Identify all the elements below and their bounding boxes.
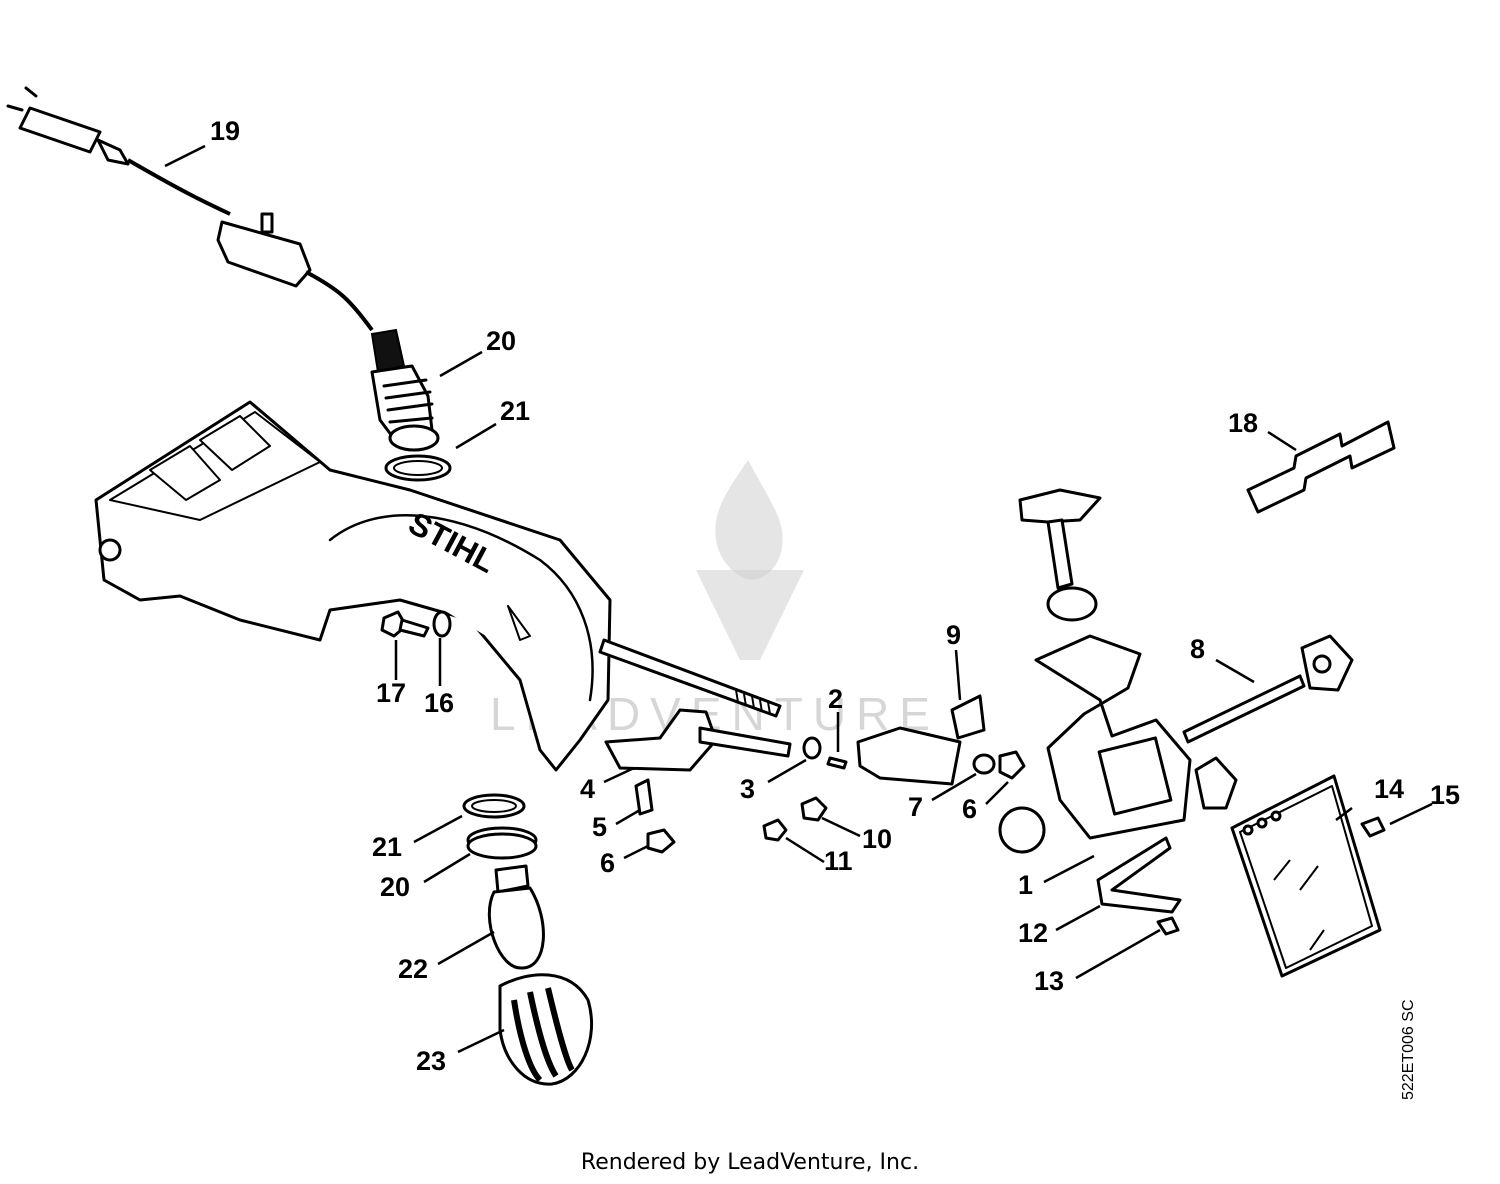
sleeve-9 [950, 694, 986, 740]
callout-6-right: 6 [962, 794, 977, 824]
label-plate-18 [1246, 420, 1396, 514]
screw-15 [1360, 816, 1386, 838]
nut-10 [800, 796, 828, 822]
callout-21-bottom: 21 [372, 832, 402, 862]
washer-3 [802, 736, 822, 760]
callout-22: 22 [398, 954, 428, 984]
callout-10: 10 [862, 824, 892, 854]
render-credit: Rendered by LeadVenture, Inc. [580, 1150, 920, 1175]
lamp-socket-20-top [370, 328, 440, 452]
drawing-code: 522ET006 SC [1400, 999, 1417, 1100]
callout-1: 1 [1018, 870, 1033, 900]
holder-1 [998, 634, 1238, 854]
callout-17: 17 [376, 678, 406, 708]
bulb-22 [487, 864, 545, 970]
callout-21-top: 21 [500, 396, 530, 426]
clamp-knob-top [1018, 488, 1102, 622]
glass-plate-14 [1230, 774, 1382, 978]
callout-18: 18 [1228, 408, 1258, 438]
callout-8: 8 [1190, 634, 1205, 664]
callout-5: 5 [592, 812, 607, 842]
nut-6-left [646, 828, 676, 854]
callout-15: 15 [1430, 780, 1460, 810]
callout-3: 3 [740, 774, 755, 804]
callout-14: 14 [1374, 774, 1404, 804]
callout-labels: 19 20 21 18 9 8 2 17 16 4 3 5 6 7 6 10 1… [210, 116, 1460, 1076]
washer-7 [972, 753, 996, 775]
washer-16 [432, 610, 452, 638]
set-screw-5 [634, 778, 654, 816]
clip-12 [1096, 836, 1182, 914]
socket-ring-20-bottom [466, 826, 538, 860]
callout-2: 2 [828, 684, 843, 714]
callout-11: 11 [824, 846, 853, 876]
pin-2 [826, 756, 848, 770]
bracket-4 [604, 708, 792, 772]
callout-23: 23 [416, 1046, 446, 1076]
callout-19: 19 [210, 116, 240, 146]
screw-8 [1182, 634, 1354, 744]
threaded-rod [598, 638, 782, 718]
slide-block [856, 726, 962, 786]
bolt-17 [380, 610, 430, 638]
nut-11 [762, 818, 788, 842]
callout-4: 4 [580, 774, 595, 804]
callout-20-top: 20 [486, 326, 516, 356]
nut-6-right [998, 750, 1026, 780]
callout-9: 9 [946, 620, 961, 650]
callout-7: 7 [908, 792, 923, 822]
lamp-cover-23 [498, 973, 594, 1086]
leader-lines [164, 144, 1433, 1054]
main-housing: STIHL [94, 400, 612, 772]
power-cord-19 [6, 86, 374, 332]
callout-6-left: 6 [600, 848, 615, 878]
screw-13 [1156, 916, 1180, 936]
callout-16: 16 [424, 688, 454, 718]
callout-20-bottom: 20 [380, 872, 410, 902]
callout-12: 12 [1018, 918, 1048, 948]
callout-13: 13 [1034, 966, 1064, 996]
